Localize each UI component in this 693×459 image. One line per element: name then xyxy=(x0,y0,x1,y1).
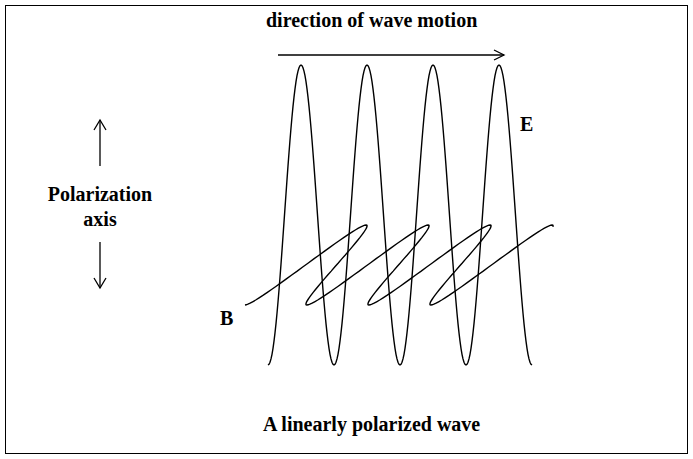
electric-field-wave xyxy=(268,65,532,365)
axis-arrow-down xyxy=(99,242,100,288)
axis-arrowhead-down xyxy=(94,278,106,288)
caption: A linearly polarized wave xyxy=(263,412,480,437)
magnetic-field-wave xyxy=(245,225,553,305)
motion-arrowhead xyxy=(494,50,504,60)
frame xyxy=(6,6,688,454)
field-label-b: B xyxy=(220,306,233,331)
direction-label: direction of wave motion xyxy=(266,8,477,33)
axis-arrow-up xyxy=(99,120,100,166)
axis-arrowhead-up xyxy=(94,120,106,130)
field-label-e: E xyxy=(520,112,533,137)
motion-arrow xyxy=(278,54,504,55)
axis-label: Polarization axis xyxy=(30,182,170,232)
